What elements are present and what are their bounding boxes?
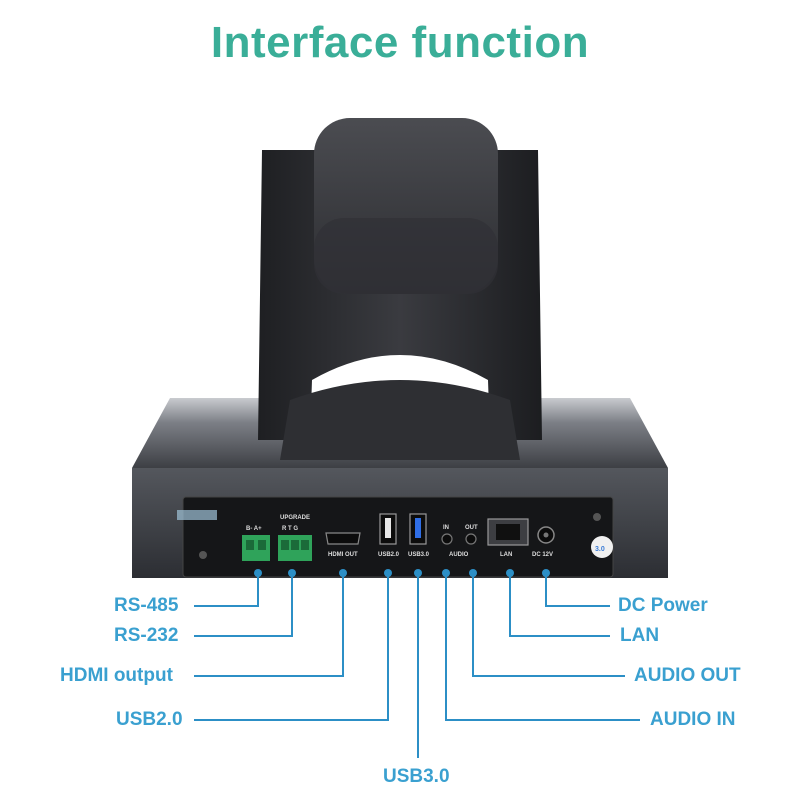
- label-rs232: RS-232: [114, 625, 179, 646]
- audio-out-jack: [465, 533, 477, 545]
- lan-print: LAN: [500, 552, 512, 558]
- leader-hdmi: [194, 573, 344, 677]
- usb2-print: USB2.0: [378, 552, 400, 558]
- dc-print: DC 12V: [532, 552, 553, 558]
- label-lan: LAN: [620, 625, 660, 646]
- audio-in-print: IN: [443, 525, 449, 531]
- leader-dc: [545, 573, 610, 607]
- leader-rs485: [194, 573, 259, 607]
- leader-lines: [194, 573, 640, 758]
- leader-audio-out: [472, 573, 625, 677]
- leader-usb2: [194, 573, 389, 721]
- leader-lan: [509, 573, 610, 637]
- hdmi-print: HDMI OUT: [328, 552, 358, 558]
- svg-text:3.0: 3.0: [595, 546, 605, 553]
- label-usb2: USB2.0: [116, 709, 183, 730]
- yoke-neck: [280, 380, 520, 460]
- audio-out-print: OUT: [465, 525, 478, 531]
- usb3-print: USB3.0: [408, 552, 430, 558]
- camera-head-shade: [314, 218, 498, 294]
- leader-audio-in: [445, 573, 640, 721]
- leader-rs232: [194, 573, 293, 637]
- audio-in-jack: [441, 533, 453, 545]
- hdmi-port: [325, 532, 361, 545]
- label-rs485: RS-485: [114, 595, 179, 616]
- rtg-print: R T G: [282, 526, 298, 532]
- label-audio-out: AUDIO OUT: [634, 665, 741, 686]
- upgrade-print: UPGRADE: [280, 515, 310, 521]
- rs485-print: B- A+: [246, 526, 262, 532]
- page-title: Interface function: [210, 18, 590, 67]
- label-audio-in: AUDIO IN: [650, 709, 736, 730]
- label-usb3: USB3.0: [383, 766, 450, 787]
- leader-dots: [254, 569, 550, 577]
- label-hdmi: HDMI output: [60, 665, 173, 686]
- audio-print: AUDIO: [449, 552, 469, 558]
- label-dc-power: DC Power: [618, 595, 708, 616]
